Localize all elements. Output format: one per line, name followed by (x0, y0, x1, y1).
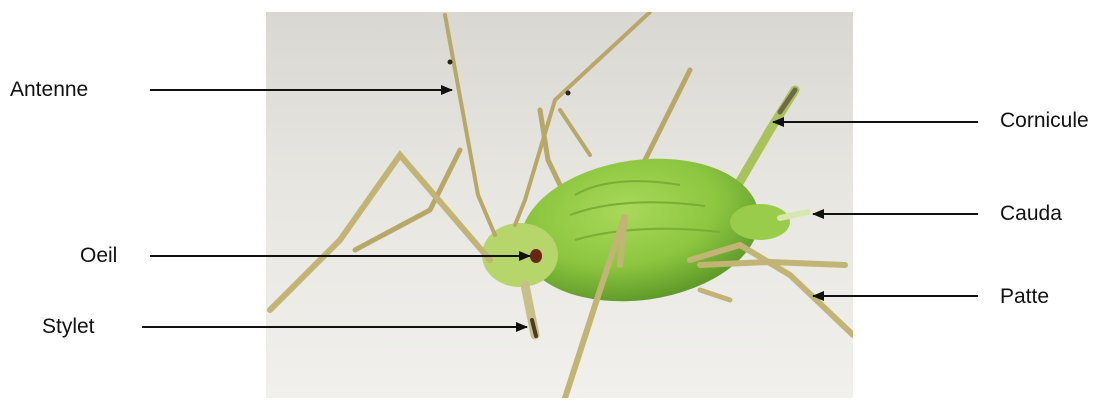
label-patte: Patte (1000, 286, 1049, 307)
label-oeil: Oeil (80, 245, 117, 266)
label-cornicule: Cornicule (1000, 110, 1089, 131)
label-cauda: Cauda (1000, 203, 1062, 224)
label-antenne: Antenne (10, 79, 88, 100)
label-stylet: Stylet (42, 316, 95, 337)
aphid-photo (266, 12, 853, 398)
eye (530, 249, 542, 263)
